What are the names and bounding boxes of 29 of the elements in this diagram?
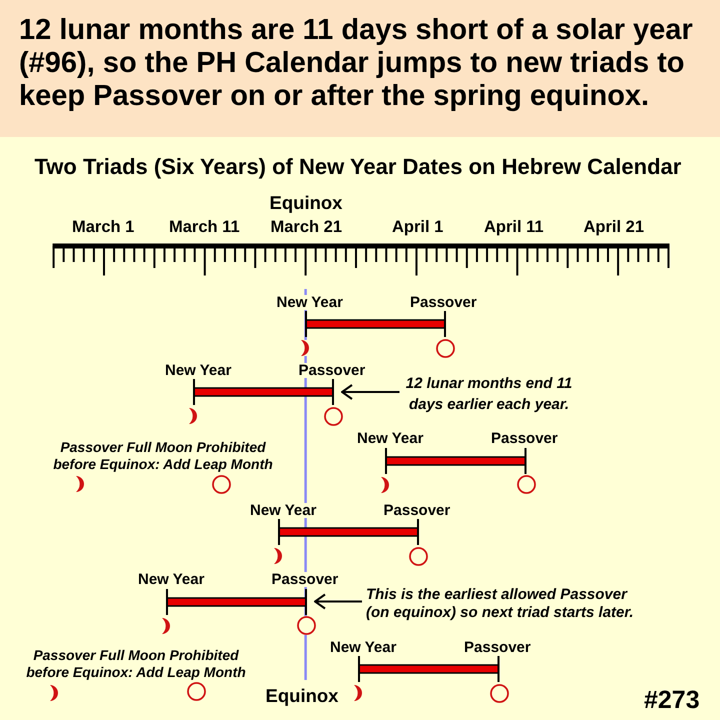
- timeline-bar: [278, 519, 419, 545]
- note-text: Passover Full Moon Prohibited before Equinox: Add Leap Month: [52, 438, 274, 472]
- bar-label: New Year: [165, 362, 232, 378]
- bar-label: Passover: [491, 431, 558, 446]
- bar-label: Passover: [464, 640, 531, 654]
- timeline-bar: [358, 656, 500, 682]
- timeline-bar: [193, 379, 334, 405]
- bar-label: New Year: [357, 431, 424, 446]
- bar-label: Passover: [410, 294, 477, 310]
- bar-label: Passover: [384, 502, 450, 518]
- arrow: [341, 384, 400, 400]
- bar-label: New Year: [138, 572, 204, 587]
- timeline-bar: [385, 448, 526, 474]
- bar-label: New Year: [330, 640, 396, 654]
- note-text: Passover Full Moon Prohibited before Equinox: Add Leap Month: [25, 646, 247, 680]
- equinox-label: Equinox: [270, 193, 342, 213]
- header-text: 12 lunar months are 11 days short of a solar year (#96), so the PH Calendar jumps to new triads to keep Passover on or after the spring equinox.: [19, 14, 694, 112]
- bar-label: Passover: [298, 362, 366, 378]
- bar-label: New Year: [276, 294, 343, 310]
- tick-label: April 1: [392, 218, 444, 236]
- timeline-bar: [166, 588, 307, 614]
- tick-label: April 21: [584, 218, 644, 236]
- timeline-bar: [304, 311, 446, 337]
- header-band: [0, 0, 720, 137]
- bar-label: Passover: [272, 572, 338, 587]
- tick-label: April 11: [484, 218, 544, 236]
- arrow: [314, 594, 362, 610]
- bar-label: New Year: [250, 502, 316, 518]
- equinox-label: Equinox: [266, 686, 338, 706]
